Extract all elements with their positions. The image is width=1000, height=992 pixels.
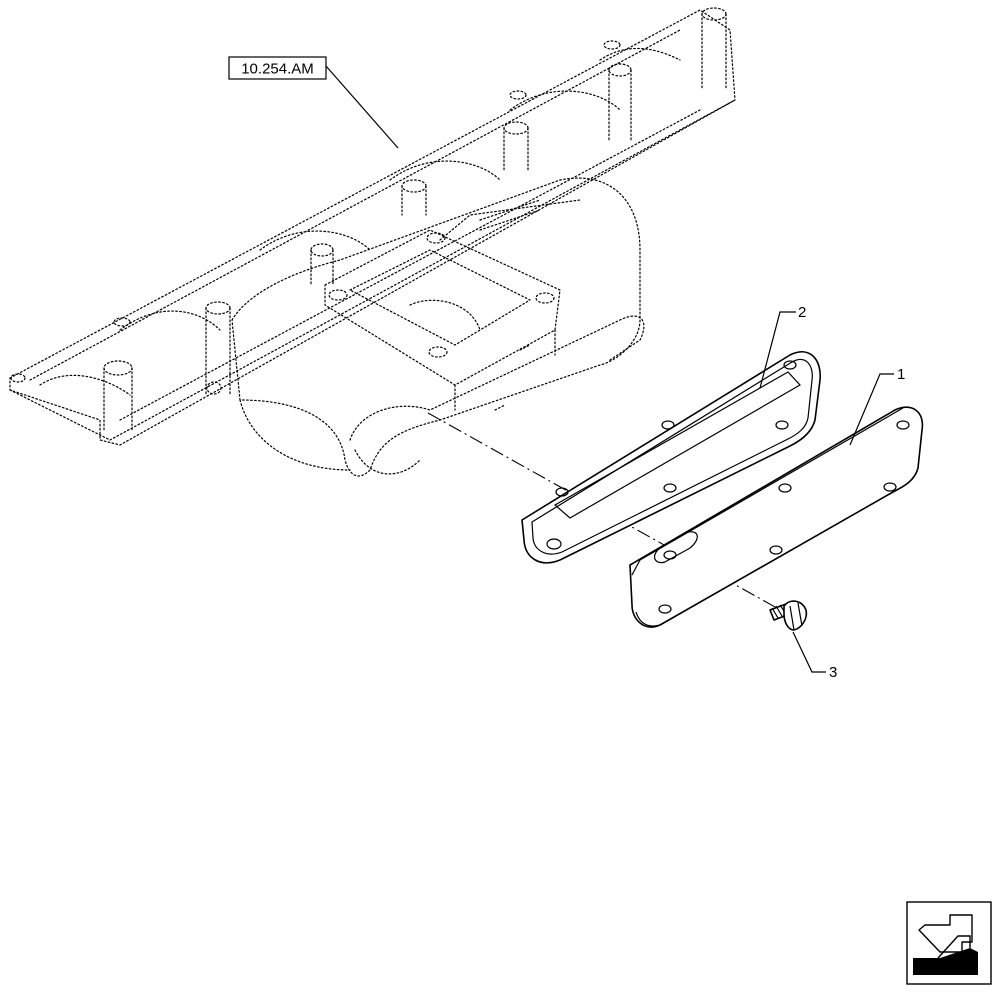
callout-2: 2 <box>798 304 806 321</box>
callout-3: 3 <box>829 664 837 681</box>
leader-2 <box>759 311 796 389</box>
manifold-phantom <box>9 7 736 477</box>
bolt-part-3[interactable] <box>769 600 808 631</box>
reference-label-text: 10.254.AM <box>241 61 314 78</box>
leader-1 <box>849 373 894 446</box>
leader-reference <box>325 65 399 149</box>
manifold-bosses <box>10 7 727 431</box>
gasket-part-2[interactable] <box>521 351 821 564</box>
leader-3 <box>792 631 826 673</box>
direction-arrow-icon[interactable] <box>906 901 992 985</box>
leader-lines <box>325 65 894 673</box>
reference-label[interactable]: 10.254.AM <box>228 56 327 80</box>
callout-1: 1 <box>897 366 905 383</box>
spacer-plate-part-1[interactable] <box>629 406 924 628</box>
